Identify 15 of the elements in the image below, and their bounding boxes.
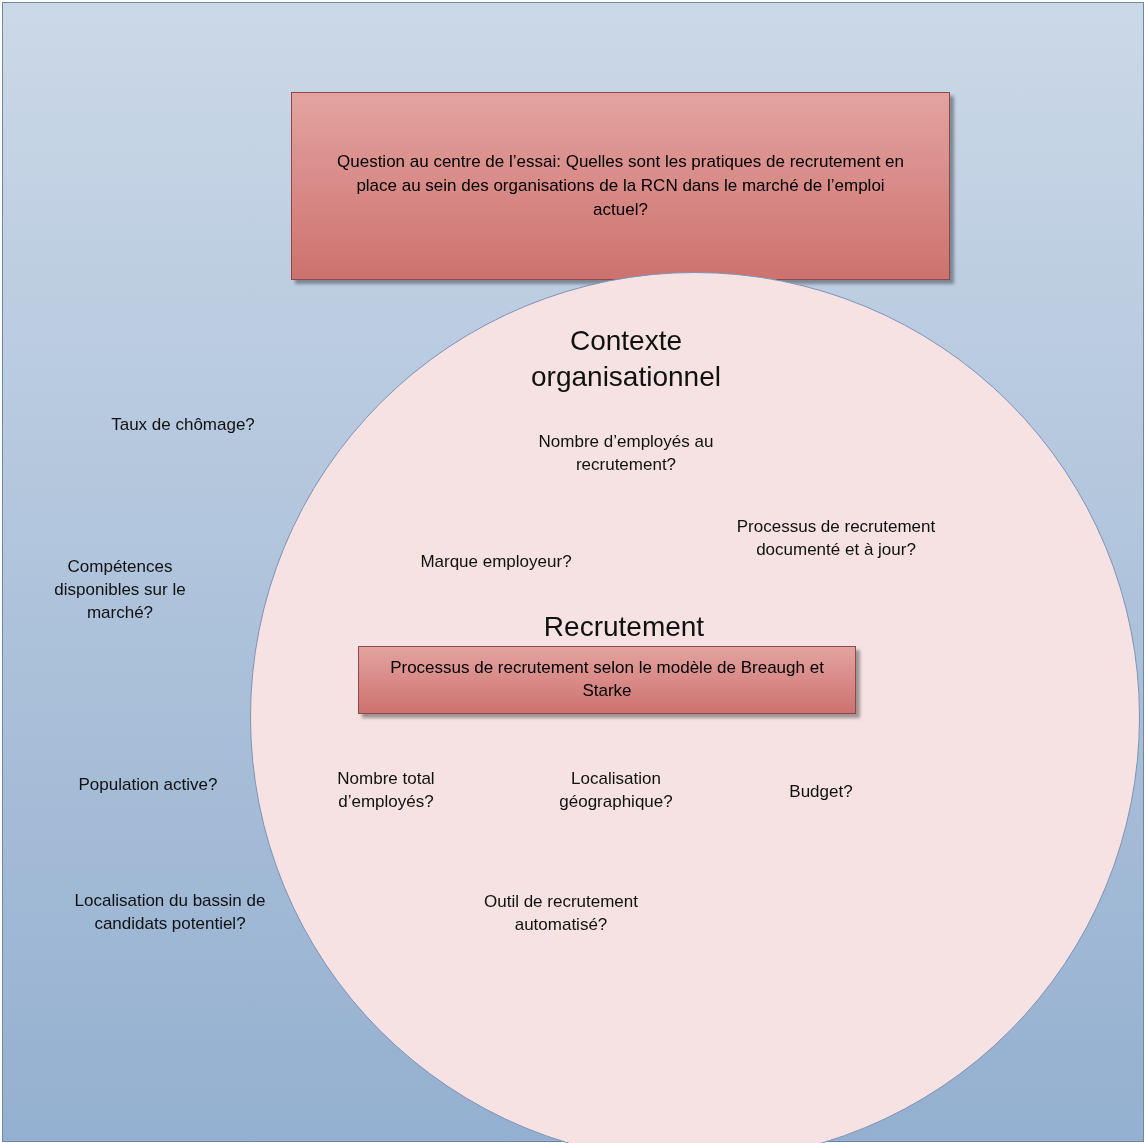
question-text: Nombre d’employés au recrutement? [537,431,715,476]
question-text: Nombre total d’employés? [336,768,436,813]
factor-text: Taux de chômage? [110,414,256,436]
section-heading: Contexte organisationnel [530,324,722,395]
question-text: Localisation géographique? [558,768,674,813]
factor-text: Population active? [77,774,219,796]
factor-text: Localisation du bassin de candidats potentiel? [73,890,267,935]
question-text: Marque employeur? [419,551,573,573]
question-text: Outil de recrutement automatisé? [483,891,639,936]
factor-text: Compétences disponibles sur le marché? [53,556,187,624]
question-box: Question au centre de l’essai: Quelles sont les pratiques de recrutement en place au sein des organisations de la RCN dans le marché de l’emploi actuel? [291,92,950,280]
process-box: Processus de recrutement selon le modèle de Breaugh et Starke [358,646,856,714]
section-heading: Recrutement [542,610,706,644]
question-text: Budget? [788,781,854,803]
question-text: Processus de recrutement documenté et à jour? [736,516,936,561]
